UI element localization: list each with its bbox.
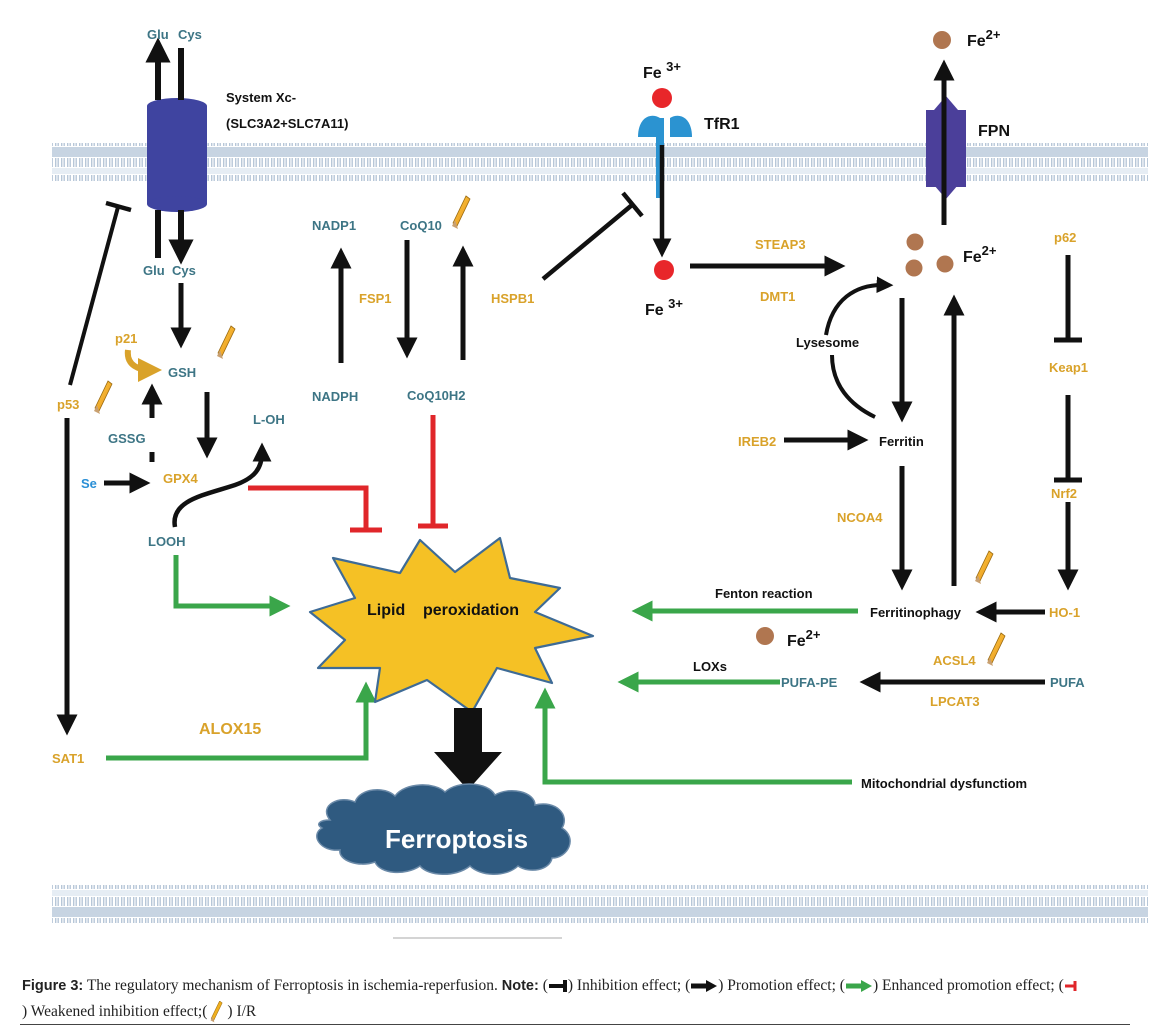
looh-to-loh-arrow [172, 442, 272, 528]
pufa-pe-label: PUFA-PE [781, 675, 838, 690]
l-oh-label: L-OH [253, 412, 285, 427]
p21-label: p21 [115, 331, 138, 346]
ferritin-label: Ferritin [879, 434, 924, 449]
lysosome-curve-arrow [824, 276, 894, 336]
lipid-peroxidation-burst [308, 536, 595, 714]
iron3-dot-top [652, 88, 672, 108]
sat1-alox15-arrow [106, 681, 377, 761]
cys-top-label: Cys [178, 27, 202, 42]
lysosome-curve [830, 354, 876, 419]
lightning-icon-acsl4 [986, 632, 1006, 667]
fe3-bottom-charge: 3+ [668, 296, 683, 311]
caption-bottom-rule [20, 1024, 1130, 1025]
fpn-label: FPN [978, 123, 1010, 140]
system-xc-sub-label: (SLC3A2+SLC7A11) [226, 116, 349, 131]
iron2-dot-top [933, 31, 951, 49]
inhibition-legend-icon [548, 980, 567, 993]
gpx4-label: GPX4 [163, 471, 198, 486]
looh-to-lipid-arrow [173, 555, 291, 617]
glu-bottom-label: Glu [143, 263, 165, 278]
looh-label: LOOH [148, 534, 186, 549]
iron2-dot-low [756, 627, 774, 645]
cell-membrane-bottom [52, 885, 1148, 923]
ferritinophagy-label: Ferritinophagy [870, 605, 962, 620]
iron2-dot-1 [906, 233, 924, 251]
p53-label: p53 [57, 397, 80, 412]
steap3-label: STEAP3 [755, 237, 806, 252]
ho1-label: HO-1 [1049, 605, 1081, 620]
pufa-label: PUFA [1050, 675, 1085, 690]
fsp1-label: FSP1 [359, 291, 392, 306]
loxs-label: LOXs [693, 659, 727, 674]
hspb1-label: HSPB1 [491, 291, 535, 306]
lightning-icon-coq10 [451, 195, 471, 230]
keap1-label: Keap1 [1049, 360, 1089, 375]
lysesome-label: Lysesome [796, 335, 860, 350]
cell-membrane-top [52, 143, 1148, 181]
lightning-icon-gsh [216, 325, 236, 360]
ferroptosis-cloud [316, 783, 571, 875]
caption-text: The regulatory mechanism of Ferroptosis … [83, 977, 502, 994]
acsl4-label: ACSL4 [933, 653, 976, 668]
mito-dysfunction-label: Mitochondrial dysfunctiom [861, 776, 1028, 791]
sat1-label: SAT1 [52, 751, 85, 766]
hspb1-inhibits-tfr1 [541, 203, 634, 281]
lpcat3-label: LPCAT3 [930, 694, 980, 709]
system-xc-label: System Xc- [226, 90, 297, 105]
promotion-legend-icon [691, 980, 718, 993]
fe2-low-charge: 2+ [805, 627, 821, 642]
gpx4-red-inhibition [248, 485, 369, 530]
p21-to-gsh-arrow [124, 349, 162, 382]
fenton-label: Fenton reaction [715, 586, 813, 601]
cys-bottom-label: Cys [172, 263, 196, 278]
figure-caption: Figure 3: The regulatory mechanism of Fe… [22, 973, 1162, 1025]
se-label: Se [81, 476, 97, 491]
lipid-label: Lipid [367, 602, 406, 619]
iron2-dot-3 [936, 255, 954, 273]
enhanced-legend-icon [845, 980, 872, 993]
fe3-top-label: Fe 3+ [643, 59, 681, 82]
gssg-label: GSSG [108, 431, 146, 446]
weakened-legend-icon [1064, 981, 1077, 992]
glu-top-label: Glu [147, 27, 169, 42]
ferroptosis-diagram [52, 31, 1148, 939]
coq10-label: CoQ10 [400, 218, 442, 233]
ireb2-label: IREB2 [738, 434, 777, 449]
ncoa4-label: NCOA4 [837, 510, 883, 525]
mito-dysfunction-arrow [534, 687, 852, 785]
fe3-bottom-label: Fe 3+ [645, 296, 683, 319]
tfr1-label: TfR1 [704, 116, 740, 133]
lightning-icon-ferritinophagy [974, 550, 994, 585]
fe2-top-label: Fe2+ [967, 27, 1001, 50]
dmt1-label: DMT1 [760, 289, 796, 304]
nadp1-label: NADP1 [312, 218, 357, 233]
peroxidation-label: peroxidation [423, 602, 520, 619]
alox15-label: ALOX15 [199, 721, 262, 738]
nrf2-label: Nrf2 [1051, 486, 1078, 501]
system-xc-transporter [147, 98, 207, 212]
figure-label: Figure 3: [22, 978, 84, 994]
lipid-to-ferroptosis-arrow [434, 708, 502, 790]
p62-label: p62 [1054, 230, 1077, 245]
gsh-label: GSH [168, 365, 197, 380]
iron3-dot-bottom [654, 260, 674, 280]
coq10h2-label: CoQ10H2 [407, 388, 466, 403]
p53-inhibits-xc-line [68, 206, 120, 386]
fe2-mid-label: Fe2+ [963, 243, 997, 266]
note-label: Note: [501, 978, 539, 994]
iron2-dot-2 [905, 259, 923, 277]
fe2-mid-charge: 2+ [981, 243, 997, 258]
fe2-low-label: Fe2+ [787, 627, 821, 650]
ferroptosis-label: Ferroptosis [385, 824, 529, 854]
lightning-legend-icon [210, 1001, 223, 1023]
fe2-top-charge: 2+ [985, 27, 1001, 42]
nadph-label: NADPH [312, 389, 359, 404]
fe3-top-charge: 3+ [666, 59, 681, 74]
lightning-icon-p53 [93, 380, 113, 415]
